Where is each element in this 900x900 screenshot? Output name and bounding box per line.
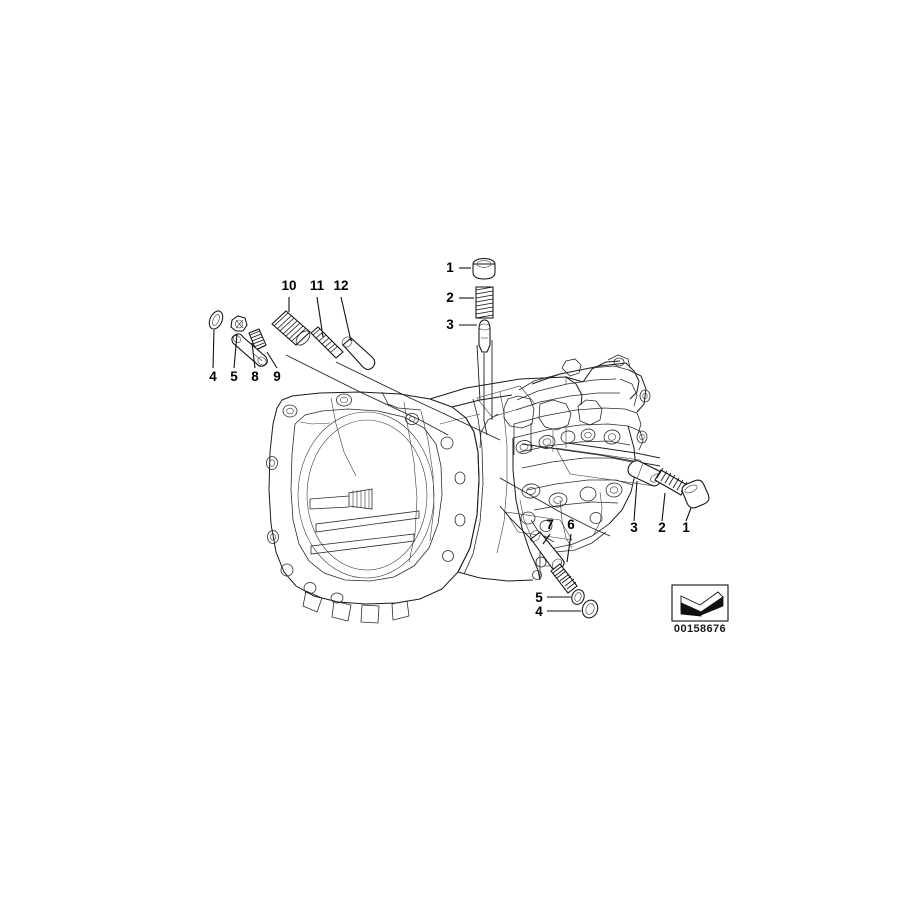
part-sealing-cap-right	[681, 479, 710, 509]
leader-bot-6	[566, 533, 572, 563]
callout-number: 5	[230, 369, 238, 384]
leader-right-2	[661, 492, 666, 522]
gearbox-case	[479, 354, 651, 581]
part-o-ring-left	[208, 310, 224, 330]
callout-number: 11	[310, 278, 325, 293]
part-set-screw	[310, 326, 344, 359]
case-bosses	[515, 428, 623, 532]
leader-left-8	[251, 342, 256, 369]
diagram-footer: 00158676	[671, 584, 729, 635]
part-spring-bottom	[550, 563, 578, 594]
callout-number: 1	[682, 520, 690, 535]
leader-left-5	[233, 333, 238, 369]
leader-right-1	[685, 507, 692, 522]
leader-left-12	[340, 296, 352, 342]
leader-bot-7	[542, 533, 551, 545]
leader-left-9	[266, 351, 278, 369]
part-spring-top	[475, 286, 494, 319]
callout-number: 8	[251, 369, 259, 384]
part-gasket-ring-bottom	[571, 589, 585, 605]
part-gasket-ring-left	[230, 315, 248, 332]
assembly-guide-lines	[285, 340, 661, 541]
transmission-section-icon	[680, 591, 724, 617]
callout-number: 7	[546, 517, 554, 532]
callout-number: 2	[446, 290, 454, 305]
leader-right-3	[633, 480, 638, 522]
transmission-assembly	[266, 340, 661, 624]
callout-number: 1	[446, 260, 454, 275]
diagram-id-label: 00158676	[674, 623, 726, 635]
transmission-mid-case	[429, 376, 584, 582]
callout-number: 6	[567, 517, 575, 532]
callout-number: 4	[535, 604, 543, 619]
part-o-ring-bottom	[581, 599, 599, 619]
callout-number: 9	[273, 369, 281, 384]
callout-number: 3	[630, 520, 638, 535]
part-group-right	[627, 460, 710, 522]
part-shift-sleeve	[341, 336, 376, 371]
input-shaft	[309, 488, 373, 510]
part-sealing-cap-top	[472, 257, 496, 280]
callout-number: 5	[535, 590, 543, 605]
part-group-left	[208, 296, 376, 371]
part-group-top	[459, 257, 496, 436]
callout-number: 12	[333, 278, 348, 293]
callout-numbers: 1 2 3 10 11 12 4 5 8 9 3 2 1 7 6 5 4	[209, 260, 690, 619]
part-detent-pin-left	[231, 333, 268, 367]
callout-number: 4	[209, 369, 217, 384]
leader-left-4	[212, 329, 215, 369]
callout-number: 2	[658, 520, 666, 535]
part-detent-plunger-top	[478, 319, 491, 353]
callout-number: 3	[446, 317, 454, 332]
part-threaded-bushing	[271, 310, 311, 346]
leader-left-11	[316, 296, 324, 338]
shift-rail-detail	[479, 358, 603, 455]
bell-housing	[266, 391, 480, 624]
callout-number: 10	[281, 278, 296, 293]
part-group-bottom	[499, 505, 599, 619]
